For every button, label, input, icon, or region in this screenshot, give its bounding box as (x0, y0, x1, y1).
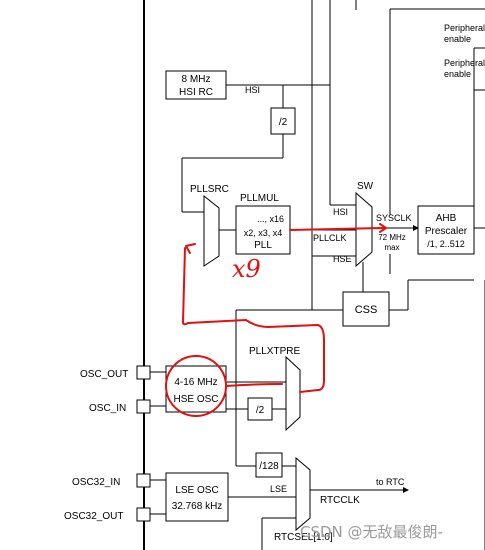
red-arrow-pllsrc (185, 243, 196, 254)
div128-label: /128 (259, 461, 279, 472)
peripheral-enable-label-1: Peripheral (444, 23, 485, 33)
red-path-annotation (182, 247, 325, 393)
sw-label: SW (357, 181, 374, 192)
red-annotations: x9 (165, 223, 387, 417)
pllsrc-label: PLLSRC (190, 184, 229, 195)
pllclk-label: PLLCLK (313, 233, 347, 243)
pllxtpre-label: PLLXTPRE (249, 346, 300, 357)
ahb-prescaler-block (417, 205, 475, 255)
div128-block (255, 452, 283, 478)
peripheral-enable-label-2: Peripheral (444, 58, 485, 68)
lse-osc-block (165, 472, 229, 522)
rtc-mux (295, 456, 311, 532)
sysclk-label: SYSCLK (376, 213, 412, 223)
red-arrow-hse (225, 383, 283, 387)
osc-out-pin (136, 365, 151, 380)
hsi-rc-name: HSI RC (179, 87, 213, 98)
peripheral-enable-label-2b: enable (444, 69, 471, 79)
pllmul-line1: ..., x16 (257, 214, 284, 224)
hse-div2-label: /2 (256, 405, 265, 416)
ahb-line3: /1, 2..512 (427, 239, 465, 249)
hsi-sw-label: HSI (333, 207, 348, 217)
css-block (342, 291, 390, 327)
pllxtpre-mux (285, 355, 301, 432)
ahb-line1: AHB (436, 213, 457, 224)
peripheral-enable-group: Peripheral enable Peripheral enable (389, 8, 485, 215)
to-rtc-label: to RTC (376, 477, 405, 487)
hse-osc-freq: 4-16 MHz (174, 377, 217, 388)
hse-osc-block (165, 365, 227, 413)
lse-signal-label: LSE (270, 484, 287, 494)
lse-osc-freq: 32.768 kHz (172, 501, 223, 512)
handwriting-x9: x9 (232, 255, 261, 283)
red-pllclk-arrow (289, 223, 387, 233)
osc32-out-pin (136, 507, 151, 522)
ahb-line2: Prescaler (425, 226, 468, 237)
pllmul-title: PLLMUL (240, 193, 279, 204)
osc-in-pin (136, 399, 151, 414)
watermark: CSDN @无敌最俊朗- (300, 523, 443, 541)
hse-osc-name: HSE OSC (173, 394, 218, 405)
pllsrc-mux (203, 194, 220, 267)
sw-mux (355, 191, 373, 268)
peripheral-enable-label-1b: enable (444, 34, 471, 44)
hsi-signal-label: HSI (245, 85, 260, 95)
sysclk-max-line2: max (384, 243, 399, 252)
hsi-rc-freq: 8 MHz (182, 74, 211, 85)
rtcsel-label: RTCSEL[1:0] (274, 532, 333, 543)
hsi-div2-label: /2 (279, 117, 288, 128)
osc32-out-pin-label: OSC32_OUT (64, 511, 123, 522)
pllmul-line3: PLL (254, 240, 272, 251)
hse-sw-label: HSE (333, 254, 352, 264)
osc-in-pin-label: OSC_IN (89, 403, 126, 414)
osc32-in-pin-label: OSC32_IN (72, 477, 120, 488)
pllmul-line2: x2, x3, x4 (244, 228, 283, 238)
hse-div2-block (247, 397, 273, 421)
css-label: CSS (355, 304, 378, 316)
sysclk-max-line1: 72 MHz (378, 233, 406, 242)
lse-osc-name: LSE OSC (175, 485, 218, 496)
osc32-in-pin (136, 473, 151, 488)
osc-out-pin-label: OSC_OUT (80, 369, 128, 380)
rtcclk-label: RTCCLK (320, 495, 360, 506)
